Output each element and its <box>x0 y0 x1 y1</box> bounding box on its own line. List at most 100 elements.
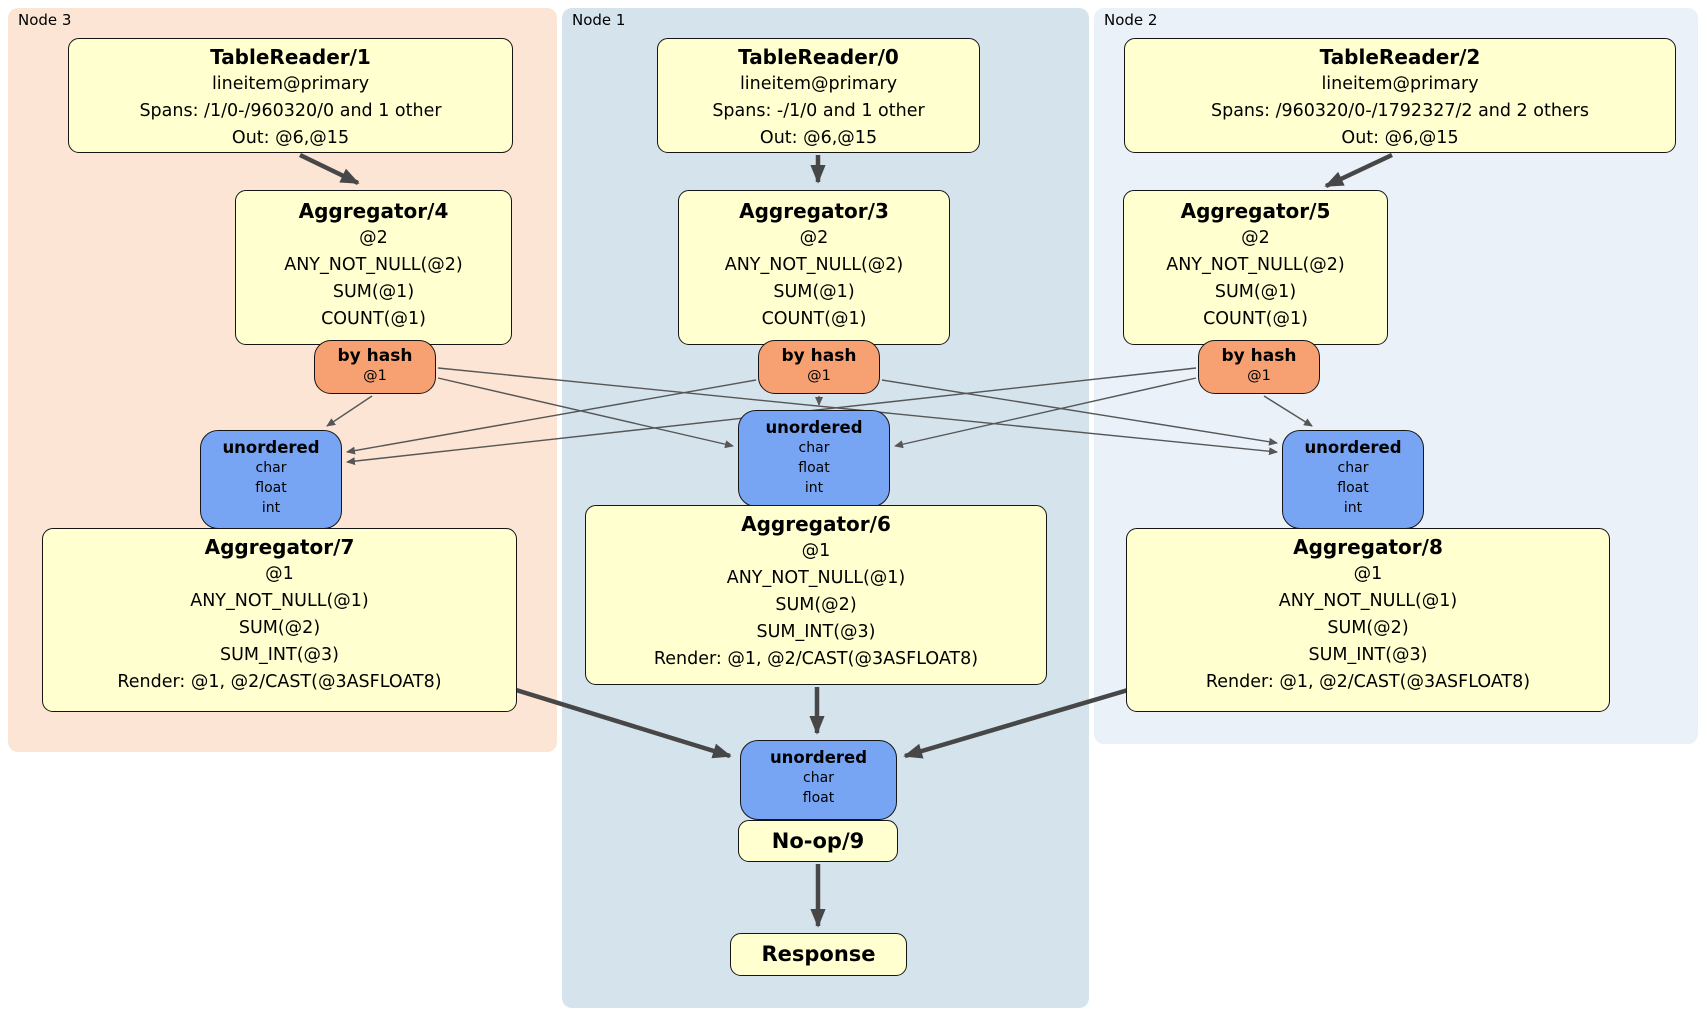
box-line: SUM(@1) <box>1214 282 1297 302</box>
router-key: @1 <box>807 368 831 384</box>
aggregator-6-box: Aggregator/6 @1 ANY_NOT_NULL(@1) SUM(@2)… <box>585 505 1047 685</box>
sync-column-type: char <box>798 440 830 456</box>
node3-label: Node 3 <box>18 11 72 29</box>
sync-column-type: char <box>803 770 834 786</box>
unordered-sync-final: unordered char float <box>740 740 897 820</box>
aggregator-7-box: Aggregator/7 @1 ANY_NOT_NULL(@1) SUM(@2)… <box>42 528 517 712</box>
aggregator-4-box: Aggregator/4 @2 ANY_NOT_NULL(@2) SUM(@1)… <box>235 190 512 345</box>
box-title: Aggregator/7 <box>204 535 355 559</box>
box-title: Aggregator/6 <box>741 512 891 536</box>
node1-label: Node 1 <box>572 11 626 29</box>
edge-tr1-to-agg4 <box>299 152 360 186</box>
sync-column-type: int <box>804 480 824 496</box>
box-line: COUNT(@1) <box>1203 309 1308 329</box>
aggregator-5-box: Aggregator/5 @2 ANY_NOT_NULL(@2) SUM(@1)… <box>1123 190 1388 345</box>
box-line: @2 <box>799 228 829 248</box>
box-title: Response <box>761 942 876 966</box>
unordered-sync-node1: unordered char float int <box>738 410 890 507</box>
box-line: ANY_NOT_NULL(@1) <box>1278 591 1458 611</box>
edge-byhash3-to-unordered3 <box>326 395 373 427</box>
box-line: lineitem@primary <box>1321 74 1479 94</box>
box-line: @1 <box>801 541 831 561</box>
box-title: TableReader/0 <box>738 45 899 69</box>
aggregator-8-box: Aggregator/8 @1 ANY_NOT_NULL(@1) SUM(@2)… <box>1126 528 1610 712</box>
box-title: No-op/9 <box>771 828 865 853</box>
box-line: @1 <box>1353 564 1383 584</box>
sync-title: unordered <box>769 748 868 767</box>
router-title: by hash <box>1221 346 1297 366</box>
sync-column-type: char <box>255 460 287 476</box>
sync-column-type: char <box>1337 460 1369 476</box>
box-title: TableReader/1 <box>210 45 371 69</box>
box-line: COUNT(@1) <box>321 309 426 329</box>
edge-agg8-to-final-unordered <box>903 687 1129 759</box>
hash-router-node2: by hash @1 <box>1198 340 1320 394</box>
box-line: Out: @6,@15 <box>759 128 878 148</box>
box-line: ANY_NOT_NULL(@2) <box>284 255 463 275</box>
box-line: SUM(@1) <box>332 282 415 302</box>
box-line: SUM(@2) <box>1327 618 1409 638</box>
node2-label: Node 2 <box>1104 11 1158 29</box>
box-title: Aggregator/3 <box>739 199 889 223</box>
unordered-sync-node2: unordered char float int <box>1282 430 1424 529</box>
box-line: Out: @6,@15 <box>231 128 350 148</box>
sync-title: unordered <box>765 418 863 437</box>
sync-title: unordered <box>1304 438 1402 457</box>
box-line: SUM(@1) <box>773 282 855 302</box>
box-line: COUNT(@1) <box>761 309 867 329</box>
box-line: SUM_INT(@3) <box>1308 645 1428 665</box>
box-line: SUM(@2) <box>775 595 857 615</box>
box-line: Render: @1, @2/CAST(@3ASFLOAT8) <box>117 672 442 692</box>
box-line: ANY_NOT_NULL(@2) <box>724 255 904 275</box>
box-line: SUM_INT(@3) <box>220 645 339 665</box>
box-line: SUM(@2) <box>238 618 321 638</box>
router-title: by hash <box>781 346 857 366</box>
box-line: @2 <box>1241 228 1270 248</box>
table-reader-0-box: TableReader/0 lineitem@primary Spans: -/… <box>657 38 980 153</box>
sync-title: unordered <box>222 438 320 457</box>
edge-tr2-to-agg5 <box>1324 152 1393 189</box>
box-line: lineitem@primary <box>739 74 898 94</box>
box-line: ANY_NOT_NULL(@2) <box>1166 255 1345 275</box>
hash-router-node1: by hash @1 <box>758 340 880 394</box>
box-line: Spans: /960320/0-/1792327/2 and 2 others <box>1210 101 1589 121</box>
edge-byhash2-to-unordered2 <box>1263 395 1313 427</box>
box-line: ANY_NOT_NULL(@1) <box>726 568 906 588</box>
edge-agg7-to-final-unordered <box>515 687 732 759</box>
box-title: Aggregator/5 <box>1180 199 1331 223</box>
box-line: @1 <box>265 564 294 584</box>
router-key: @1 <box>1247 368 1271 384</box>
sync-column-type: float <box>802 790 835 806</box>
noop-box: No-op/9 <box>738 820 898 862</box>
edge-byhash1-to-unordered2 <box>881 379 1278 446</box>
box-line: Render: @1, @2/CAST(@3ASFLOAT8) <box>653 649 979 669</box>
response-box: Response <box>730 933 907 976</box>
sync-column-type: float <box>798 460 830 476</box>
unordered-sync-node3: unordered char float int <box>200 430 342 529</box>
box-title: Aggregator/4 <box>298 199 449 223</box>
box-line: lineitem@primary <box>211 74 370 94</box>
table-reader-2-box: TableReader/2 lineitem@primary Spans: /9… <box>1124 38 1676 153</box>
box-title: TableReader/2 <box>1319 45 1481 69</box>
box-title: Aggregator/8 <box>1293 535 1443 559</box>
edge-byhash3-to-unordered1 <box>437 377 734 449</box>
router-key: @1 <box>363 368 387 384</box>
sync-column-type: float <box>255 480 287 496</box>
box-line: Out: @6,@15 <box>1341 128 1459 148</box>
router-title: by hash <box>337 346 413 366</box>
table-reader-1-box: TableReader/1 lineitem@primary Spans: /1… <box>68 38 513 153</box>
sync-column-type: float <box>1337 480 1369 496</box>
box-line: Spans: /1/0-/960320/0 and 1 other <box>139 101 442 121</box>
box-line: Spans: -/1/0 and 1 other <box>712 101 925 121</box>
sync-column-type: int <box>1343 500 1363 516</box>
edge-byhash1-to-unordered3 <box>346 379 757 455</box>
edge-byhash2-to-unordered1 <box>894 377 1197 449</box>
box-line: @2 <box>359 228 388 248</box>
box-line: ANY_NOT_NULL(@1) <box>190 591 369 611</box>
hash-router-node3: by hash @1 <box>314 340 436 394</box>
sync-column-type: int <box>261 500 281 516</box>
box-line: SUM_INT(@3) <box>756 622 876 642</box>
box-line: Render: @1, @2/CAST(@3ASFLOAT8) <box>1205 672 1531 692</box>
